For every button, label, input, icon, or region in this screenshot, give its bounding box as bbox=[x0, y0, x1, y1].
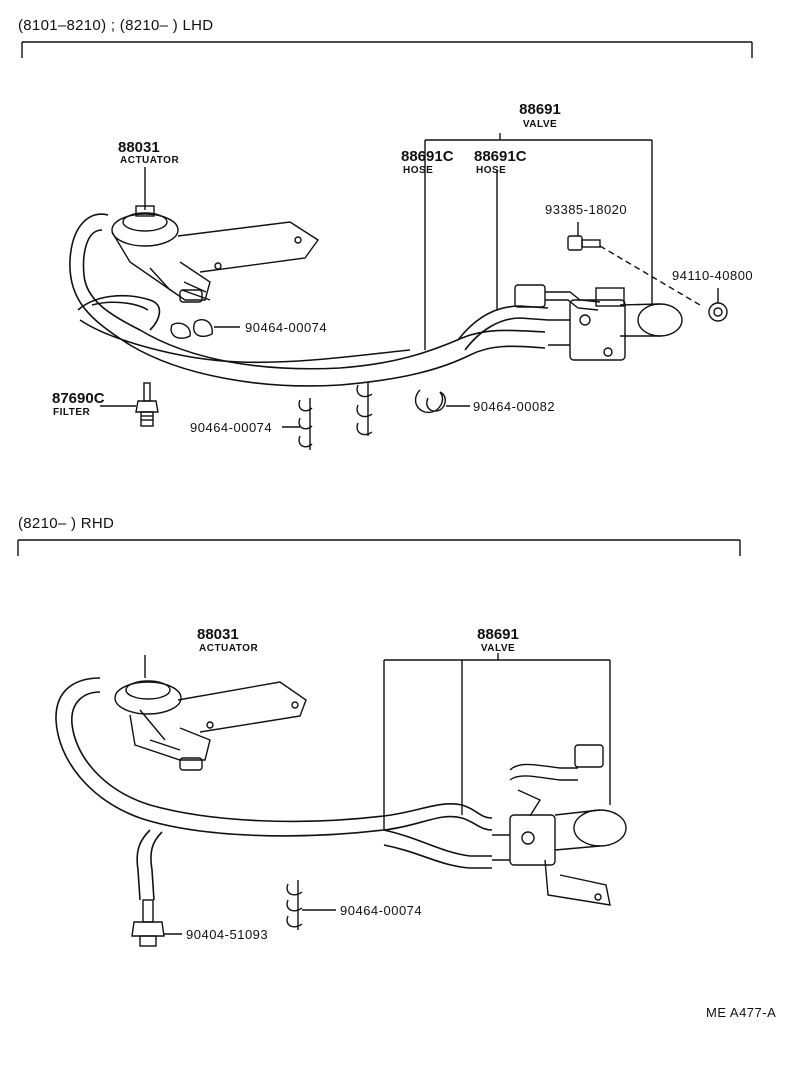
rhd-main-hose bbox=[55, 677, 493, 901]
figure-code: ME A477-A bbox=[706, 1005, 777, 1020]
rhd-actuator bbox=[114, 680, 307, 771]
lhd-hose-b-name: HOSE bbox=[476, 165, 507, 176]
rhd-fitting-number: 90404-51093 bbox=[186, 927, 269, 942]
lhd-bolt bbox=[567, 222, 701, 306]
lhd-filter-number: 87690C bbox=[52, 390, 105, 407]
rhd-valve-leader bbox=[383, 653, 611, 830]
rhd-section-header: (8210– ) RHD bbox=[18, 515, 115, 532]
lhd-valve-name: VALVE bbox=[522, 119, 558, 130]
rhd-valve-number: 88691 bbox=[477, 626, 519, 643]
lhd-hose-b-number: 88691C bbox=[474, 148, 527, 165]
lhd-main-hose bbox=[69, 213, 549, 387]
lhd-filter bbox=[100, 382, 159, 427]
lhd-actuator-name: ACTUATOR bbox=[120, 155, 180, 166]
lhd-clamp-upper-number: 90464-00074 bbox=[245, 320, 328, 335]
rhd-actuator-name: ACTUATOR bbox=[199, 643, 259, 654]
rhd-clamp bbox=[286, 880, 336, 930]
lhd-hose-a-number: 88691C bbox=[401, 148, 454, 165]
lhd-actuator bbox=[111, 205, 320, 303]
lhd-hose-a-name: HOSE bbox=[403, 165, 434, 176]
rhd-section-frame bbox=[17, 539, 741, 556]
rhd-clamp-number: 90464-00074 bbox=[340, 903, 423, 918]
rhd-actuator-number: 88031 bbox=[197, 626, 239, 643]
rhd-valve-body bbox=[492, 744, 627, 906]
lhd-filter-name: FILTER bbox=[53, 407, 91, 418]
lhd-clamp-upper bbox=[170, 318, 240, 339]
lhd-valve-leader bbox=[424, 133, 653, 350]
lhd-section-header: (8101–8210) ; (8210– ) LHD bbox=[18, 17, 214, 34]
lhd-clamps-lower bbox=[282, 382, 373, 450]
lhd-actuator-number: 88031 bbox=[118, 139, 160, 156]
lhd-clamp-big-number: 90464-00082 bbox=[473, 399, 556, 414]
lhd-valve-body bbox=[514, 284, 683, 361]
lhd-clamp-lower-number: 90464-00074 bbox=[190, 420, 273, 435]
rhd-valve-name: VALVE bbox=[480, 643, 516, 654]
lhd-valve-number: 88691 bbox=[519, 101, 561, 118]
lhd-clamp-big bbox=[414, 389, 470, 414]
rhd-fitting bbox=[131, 899, 182, 947]
lhd-section-frame bbox=[21, 41, 753, 58]
lhd-nut bbox=[708, 288, 728, 322]
lhd-nut-number: 94110-40800 bbox=[672, 268, 754, 283]
lhd-bolt-number: 93385-18020 bbox=[545, 202, 628, 217]
